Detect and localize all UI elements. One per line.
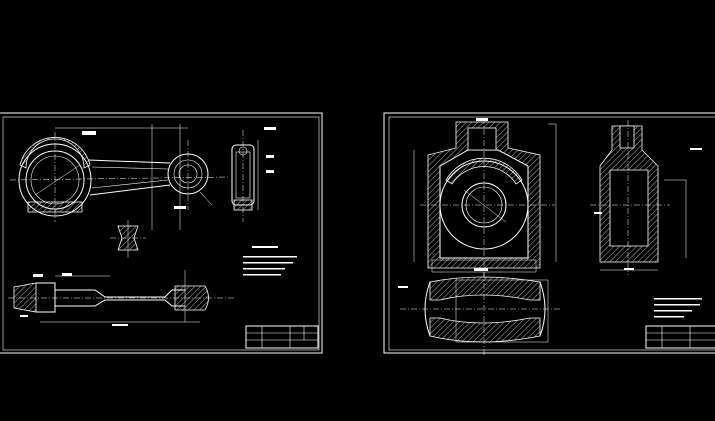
sheet-connecting-rod (0, 112, 323, 354)
sheet-forging-die (383, 112, 715, 356)
technical-notes-block (243, 246, 297, 276)
sheet-inner-border (388, 116, 715, 351)
connecting-rod-plan-view (8, 270, 235, 326)
connecting-rod-front-view (9, 124, 231, 230)
sheet-outer-border (0, 112, 323, 354)
die-plan-view (398, 272, 560, 356)
connecting-rod-side-view (231, 127, 276, 222)
die-side-section (590, 120, 687, 275)
sheet-inner-border (2, 116, 320, 351)
die-front-section (413, 118, 557, 280)
sheet-outer-border (383, 112, 715, 354)
title-block-left (245, 325, 319, 349)
rod-section-detail (110, 220, 146, 258)
technical-notes-block-right (654, 148, 702, 318)
title-block-right (645, 325, 715, 349)
